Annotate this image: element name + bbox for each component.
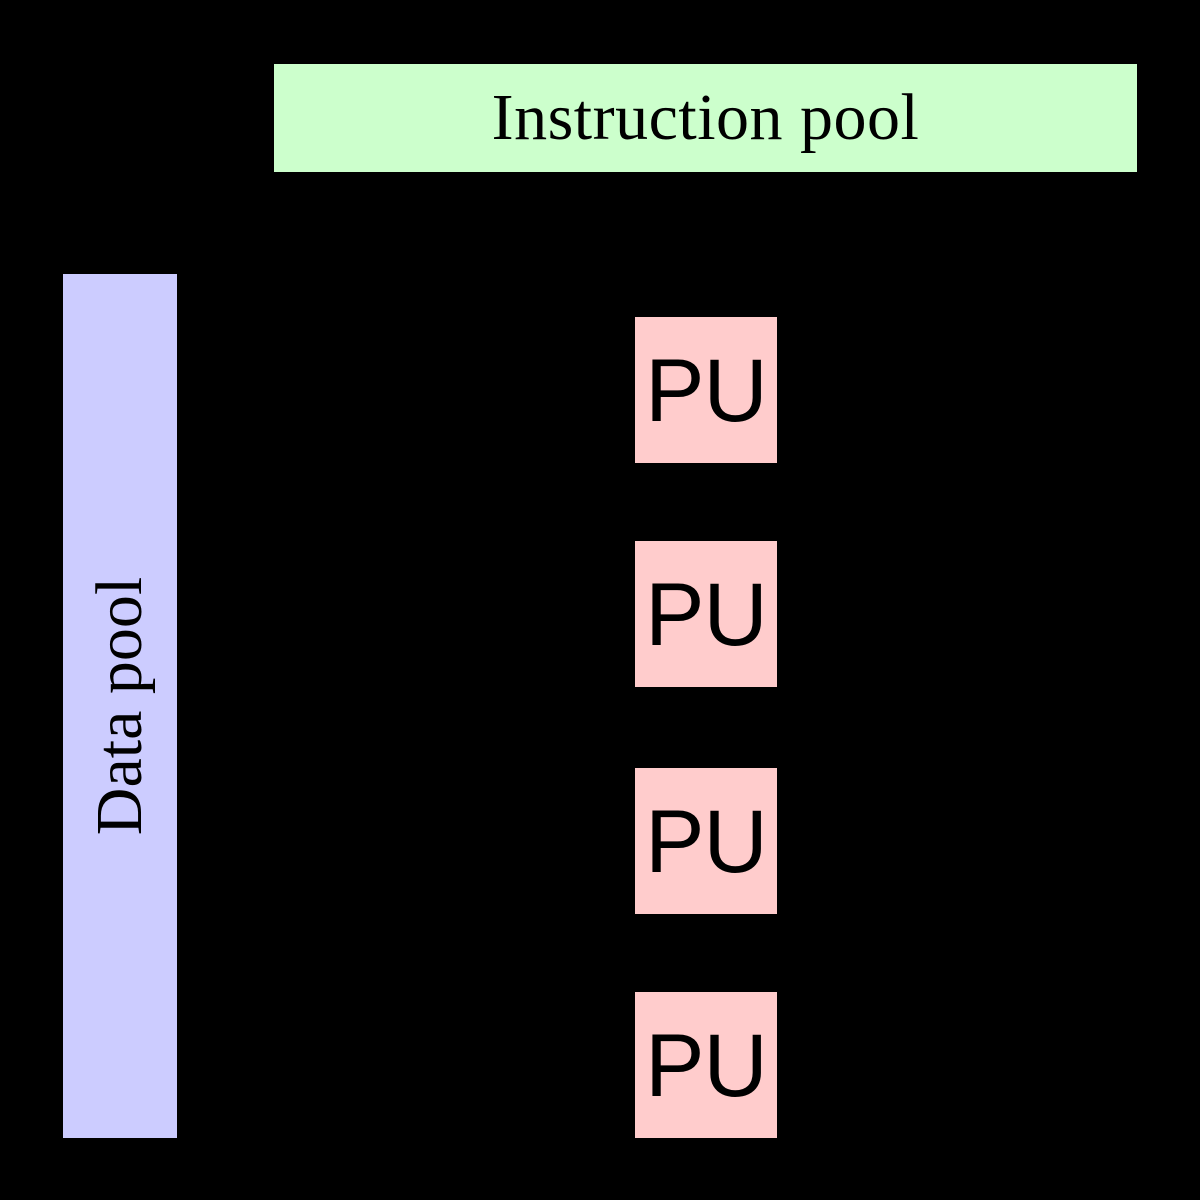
data-pool-block: Data pool: [63, 274, 177, 1138]
processing-unit-block-4: PU: [635, 992, 777, 1138]
instruction-pool-label: Instruction pool: [491, 81, 920, 154]
processing-unit-label-1: PU: [645, 339, 768, 440]
processing-unit-block-2: PU: [635, 541, 777, 687]
processing-unit-block-1: PU: [635, 317, 777, 463]
processing-unit-column: PU PU PU PU: [635, 317, 777, 1138]
data-pool-label: Data pool: [83, 576, 156, 836]
processing-unit-label-4: PU: [645, 1014, 768, 1115]
instruction-pool-block: Instruction pool: [274, 64, 1137, 172]
processing-unit-label-2: PU: [645, 563, 768, 664]
processing-unit-label-3: PU: [645, 790, 768, 891]
processing-unit-block-3: PU: [635, 768, 777, 914]
